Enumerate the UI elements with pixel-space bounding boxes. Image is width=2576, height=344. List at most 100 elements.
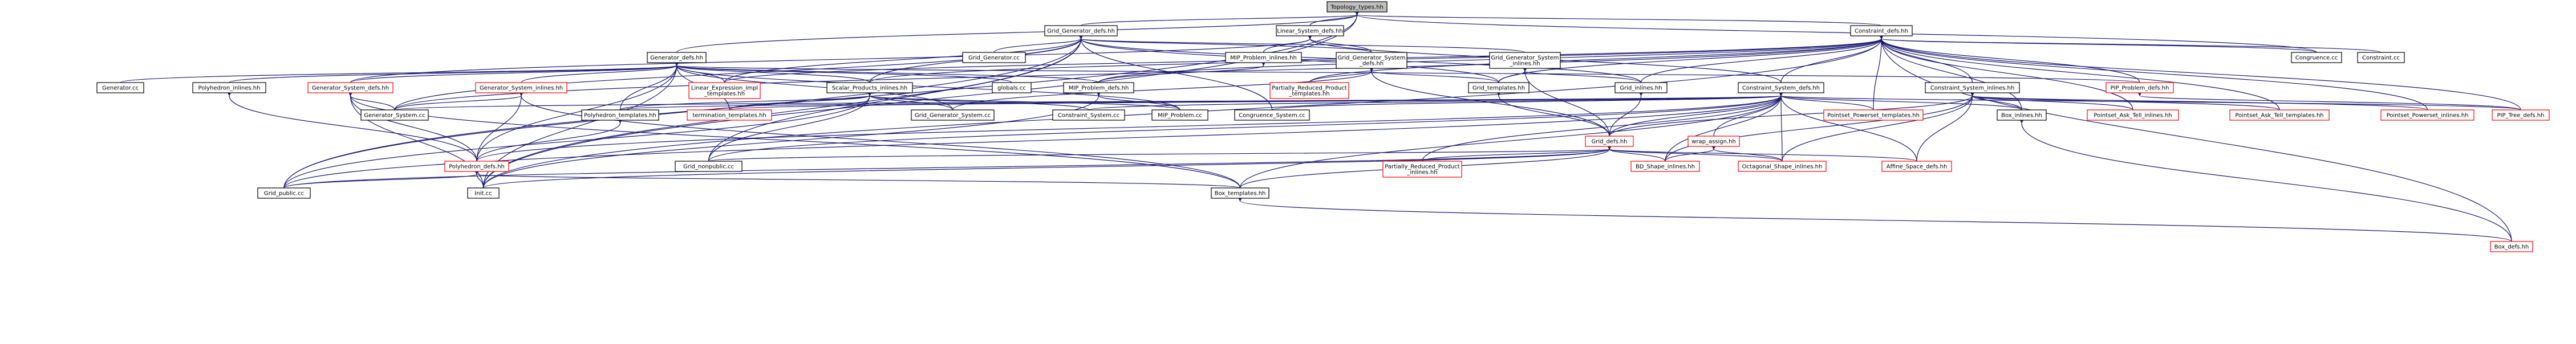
node-congruence-cc[interactable]: Congruence.cc [2291,52,2342,63]
node-label: MIP_Problem_defs.hh [1069,85,1129,92]
node-pointset-powerset-inlines[interactable]: Pointset_Powerset_inlines.hh [2380,109,2474,121]
node-generator-system-cc[interactable]: Generator_System.cc [360,109,429,121]
node-polyhedron-inlines[interactable]: Polyhedron_inlines.hh [192,82,266,93]
node-grid-generator-system-cc[interactable]: Grid_Generator_System.cc [911,109,995,121]
node-affine-space-defs[interactable]: Affine_Space_defs.hh [1881,161,1952,172]
node-box [688,82,761,99]
node-label: Box_inlines.hh [2001,113,2042,119]
edge-pip-problem-defs-to-constraint-defs [1879,34,2140,83]
edge-affine-space-defs-to-grid-defs [1607,145,1917,162]
node-globals-cc[interactable]: globals.cc [992,82,1032,93]
node-pointset-ask-tell-templates[interactable]: Pointset_Ask_Tell_templates.hh [2229,109,2330,121]
node-box [1489,52,1561,69]
node-grid-generator-cc[interactable]: Grid_Generator.cc [962,52,1026,63]
node-grid-generator-defs[interactable]: Grid_Generator_defs.hh [1044,25,1118,36]
node-init-cc[interactable]: Init.cc [467,187,500,199]
edge-octagonal-shape-inlines-to-constraint-system-defs [1778,91,1784,162]
edge-congruence-cc-to-constraint-defs [1879,34,2317,53]
node-generator-defs[interactable]: Generator_defs.hh [647,52,707,63]
edge-init-cc-to-topology-types [482,10,1360,189]
node-topology-types[interactable]: Topology_types.hh [1326,1,1388,13]
node-label: Polyhedron_defs.hh [449,164,505,170]
node-label: Scalar_Products_inlines.hh [832,85,907,92]
node-linear-expression-impl-templates[interactable]: Linear_Expression_Impl_templates.hh [688,82,761,99]
node-congruence-system-cc[interactable]: Congruence_System.cc [1234,109,1310,121]
edge-constraint-cc-to-constraint-defs [1879,34,2382,53]
node-grid-inlines[interactable]: Grid_inlines.hh [1614,82,1668,93]
edge-polyhedron-templates-to-scalar-products-inlines [619,91,873,110]
node-pointset-ask-tell-inlines[interactable]: Pointset_Ask_Tell_inlines.hh [2087,109,2179,121]
node-box [192,82,266,93]
node-pip-tree-defs[interactable]: PIP_Tree_defs.hh [2492,109,2550,121]
node-grid-nonpublic-cc[interactable]: Grid_nonpublic.cc [675,161,743,172]
node-constraint-defs[interactable]: Constraint_defs.hh [1850,25,1913,36]
edge-polyhedron-defs-to-generator-system-defs [348,91,477,162]
node-mip-problem-defs[interactable]: MIP_Problem_defs.hh [1063,82,1134,93]
edge-grid-generator-system-defs-to-grid-generator-defs [1078,34,1372,53]
edge-box-defs-to-constraint-defs [1879,34,2512,242]
node-box [2106,82,2174,93]
node-label: Topology_types.hh [1330,5,1384,11]
node-box [2380,109,2474,121]
node-box [2291,52,2342,63]
node-wrap-assign[interactable]: wrap_assign.hh [1687,136,1740,147]
node-scalar-products-inlines[interactable]: Scalar_Products_inlines.hh [826,82,913,93]
node-box [1234,109,1310,121]
edge-affine-space-defs-to-constraint-system-inlines [1916,91,1975,162]
node-label: Grid_Generator_System [1337,55,1405,62]
node-grid-generator-system-defs[interactable]: Grid_Generator_System_defs.hh [1336,52,1407,69]
node-label: Grid_Generator_defs.hh [1047,28,1115,35]
edge-grid-public-cc-to-constraint-system-defs [283,91,1784,189]
node-grid-public-cc[interactable]: Grid_public.cc [257,187,311,199]
edge-grid-templates-to-grid-generator-system-defs [1369,67,1499,83]
node-box [1687,136,1740,147]
node-generator-system-defs[interactable]: Generator_System_defs.hh [307,82,394,93]
edge-bd-shape-inlines-to-wrap-assign [1665,145,1717,162]
node-box [1052,109,1125,121]
node-label: Pointset_Powerset_templates.hh [1827,113,1920,119]
edge-pointset-powerset-inlines-to-constraint-system-inlines [1969,91,2428,110]
node-label: Polyhedron_templates.hh [584,113,656,119]
node-polyhedron-defs[interactable]: Polyhedron_defs.hh [444,161,509,172]
node-constraint-system-inlines[interactable]: Constraint_System_inlines.hh [1925,82,2020,93]
edge-init-cc-to-grid-defs [482,145,1612,189]
node-grid-defs[interactable]: Grid_defs.hh [1585,136,1634,147]
node-partially-reduced-product-templates[interactable]: Partially_Reduced_Product_templates.hh [1269,82,1349,99]
node-linear-system-defs[interactable]: Linear_System_defs.hh [1276,25,1344,36]
node-grid-generator-system-inlines[interactable]: Grid_Generator_System_inlines.hh [1489,52,1561,69]
node-box [475,82,567,93]
node-label: _templates.hh [1288,91,1329,97]
node-constraint-system-cc[interactable]: Constraint_System.cc [1052,109,1125,121]
node-grid-templates[interactable]: Grid_templates.hh [1468,82,1530,93]
node-generator-cc[interactable]: Generator.cc [96,82,144,93]
node-generator-system-inlines[interactable]: Generator_System_inlines.hh [475,82,567,93]
node-box [467,187,500,199]
edge-congruence-system-cc-to-constraint-system-defs [1271,91,1784,110]
node-label: Partially_Reduced_Product [1385,164,1460,170]
node-label: Partially_Reduced_Product [1272,85,1347,92]
edge-termination-templates-to-scalar-products-inlines [729,91,873,110]
node-pip-problem-defs[interactable]: PIP_Problem_defs.hh [2106,82,2174,93]
node-constraint-system-defs[interactable]: Constraint_System_defs.hh [1738,82,1824,93]
edge-octagonal-shape-inlines-to-grid-defs [1607,145,1783,162]
edge-grid-templates-to-grid-generator-system-inlines [1498,67,1528,83]
node-mip-problem-cc[interactable]: MIP_Problem.cc [1151,109,1208,121]
node-polyhedron-templates[interactable]: Polyhedron_templates.hh [581,109,659,121]
node-box-templates[interactable]: Box_templates.hh [1211,187,1269,199]
node-box-inlines[interactable]: Box_inlines.hh [1997,109,2047,121]
node-pointset-powerset-templates[interactable]: Pointset_Powerset_templates.hh [1823,109,1924,121]
node-octagonal-shape-inlines[interactable]: Octagonal_Shape_inlines.hh [1738,161,1827,172]
node-partially-reduced-product-inlines[interactable]: Partially_Reduced_Product_inlines.hh [1382,161,1462,178]
edge-linear-system-defs-to-topology-types [1309,10,1360,26]
node-termination-templates[interactable]: termination_templates.hh [687,109,772,121]
node-label: Generator_System_defs.hh [312,85,389,92]
node-bd-shape-inlines[interactable]: BD_Shape_inlines.hh [1630,161,1700,172]
node-mip-problem-inlines[interactable]: MIP_Problem_inlines.hh [1225,52,1302,63]
edge-pip-tree-defs-to-constraint-system-defs [1778,91,2521,110]
node-label: Linear_System_defs.hh [1277,28,1342,35]
node-constraint-cc[interactable]: Constraint.cc [2357,52,2405,63]
node-box-defs[interactable]: Box_defs.hh [2490,241,2533,252]
edge-grid-public-cc-to-grid-defs [283,145,1612,189]
node-label: Grid_inlines.hh [1620,85,1662,92]
